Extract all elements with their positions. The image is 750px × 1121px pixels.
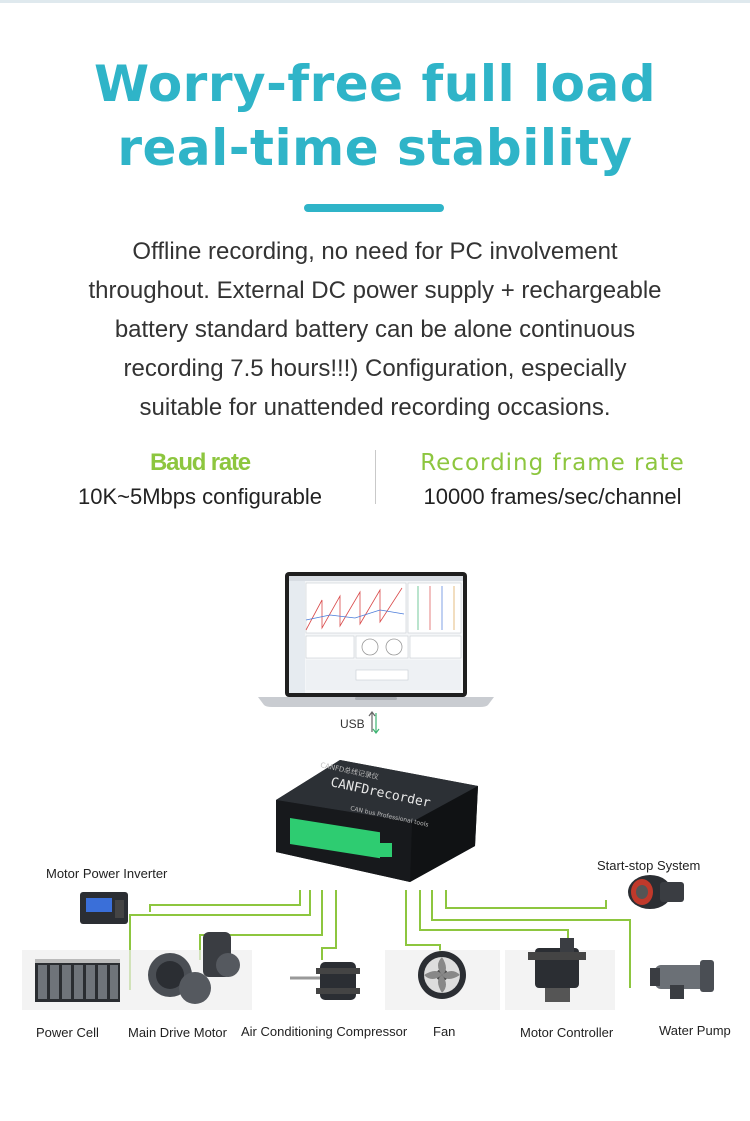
spec-baud-rate-label: Baud rate [150, 449, 251, 476]
usb-arrows-icon [368, 711, 380, 734]
laptop-icon [258, 572, 494, 707]
usb-label: USB [340, 717, 365, 731]
label-motor-controller: Motor Controller [520, 1025, 614, 1040]
top-border-line [0, 0, 750, 3]
spec-frame-rate-value: 10000 frames/sec/channel [423, 484, 682, 509]
start-stop-system-icon [628, 875, 684, 909]
description-line: Offline recording, no need for PC involv… [132, 238, 618, 265]
canfd-recorder-device-icon [276, 760, 478, 882]
description-line: suitable for unattended recording occasi… [139, 394, 611, 421]
label-start-stop-system: Start-stop System [597, 858, 701, 873]
label-water-pump: Water Pump [659, 1023, 731, 1038]
label-motor-power-inverter: Motor Power Inverter [46, 866, 168, 881]
description-line: throughout. External DC power supply + r… [88, 277, 662, 304]
motor-controller-icon [528, 938, 586, 1002]
label-power-cell: Power Cell [36, 1025, 99, 1040]
page-title: Worry-free full load real-time stability [0, 52, 750, 180]
spec-baud-rate-value: 10K~5Mbps configurable [78, 484, 322, 509]
fan-icon [418, 951, 466, 999]
label-fan: Fan [433, 1024, 456, 1039]
title-line-2: real-time stability [117, 119, 633, 177]
label-air-conditioning-compressor: Air Conditioning Compressor [241, 1024, 408, 1039]
spec-frame-rate-label: Recording frame rate [420, 450, 685, 476]
label-main-drive-motor: Main Drive Motor [128, 1025, 227, 1040]
description-paragraph: Offline recording, no need for PC involv… [50, 232, 700, 427]
title-line-1: Worry-free full load [93, 55, 657, 113]
main-drive-motor-icon [148, 932, 240, 1004]
spec-frame-rate: Recording frame rate 10000 frames/sec/ch… [385, 448, 720, 514]
description-line: recording 7.5 hours!!!) Configuration, e… [123, 355, 627, 382]
spec-baud-rate: Baud rate 10K~5Mbps configurable [40, 448, 360, 514]
title-underline-bar [304, 204, 444, 212]
connection-diagram: CANFDrecorder CANFD总线记录仪 CAN bus Profess… [0, 560, 750, 1060]
diagram-graphics: CANFDrecorder CANFD总线记录仪 CAN bus Profess… [22, 572, 714, 1010]
power-cell-icon [35, 959, 120, 1002]
air-conditioning-compressor-icon [290, 962, 360, 1000]
spec-divider [375, 450, 376, 504]
description-line: battery standard battery can be alone co… [114, 316, 636, 343]
motor-power-inverter-icon [80, 892, 128, 924]
water-pump-icon [650, 960, 714, 999]
